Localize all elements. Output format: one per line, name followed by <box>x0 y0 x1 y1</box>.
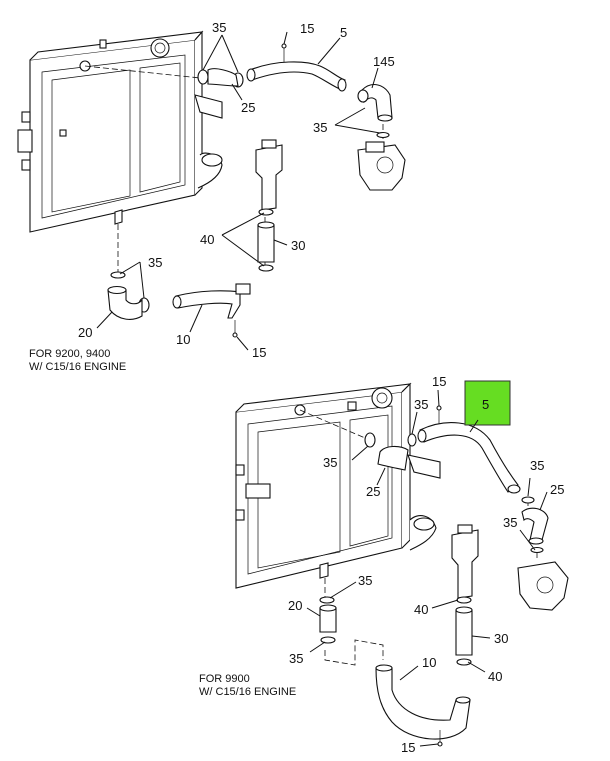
callout-label: 5 <box>340 25 347 40</box>
callout-label: 35 <box>530 458 544 473</box>
caption-diagram-2: FOR 9900 W/ C15/16 ENGINE <box>199 673 296 699</box>
callout-label: 15 <box>300 21 314 36</box>
callouts-diagram-2: 15 35 5 35 25 35 25 35 35 20 40 30 35 10… <box>288 374 564 755</box>
radiator-1 <box>17 30 223 233</box>
callout-label: 35 <box>289 651 303 666</box>
callout-label: 40 <box>488 669 502 684</box>
caption-line: FOR 9200, 9400 <box>29 348 111 360</box>
callout-label: 10 <box>176 332 190 347</box>
radiator-2 <box>235 382 441 589</box>
callouts-diagram-1: 35 15 5 145 25 35 40 30 35 20 10 15 <box>78 20 395 360</box>
callout-label: 15 <box>401 740 415 755</box>
diagram-1 <box>17 30 406 351</box>
callout-label: 20 <box>78 325 92 340</box>
callout-label: 40 <box>414 602 428 617</box>
callout-label: 35 <box>414 397 428 412</box>
callout-label: 15 <box>432 374 446 389</box>
callout-label: 35 <box>503 515 517 530</box>
callout-label: 35 <box>212 20 226 35</box>
callout-label: 25 <box>241 100 255 115</box>
callout-label: 30 <box>291 238 305 253</box>
callout-label: 40 <box>200 232 214 247</box>
caption-diagram-1: FOR 9200, 9400 W/ C15/16 ENGINE <box>29 348 126 374</box>
highlight-callout-box <box>464 380 511 426</box>
callout-label: 10 <box>422 655 436 670</box>
callout-label: 25 <box>550 482 564 497</box>
callout-label: 15 <box>252 345 266 360</box>
caption-line: FOR 9900 <box>199 673 250 685</box>
highlight-callout-label: 5 <box>482 397 489 412</box>
callout-label: 25 <box>366 484 380 499</box>
callout-label: 145 <box>373 54 395 69</box>
callout-label: 20 <box>288 598 302 613</box>
caption-line: W/ C15/16 ENGINE <box>29 361 127 373</box>
callout-label: 35 <box>358 573 372 588</box>
callout-label: 35 <box>313 120 327 135</box>
callout-label: 35 <box>323 455 337 470</box>
callout-label: 30 <box>494 631 508 646</box>
callout-label: 35 <box>148 255 162 270</box>
diagram-2 <box>235 380 569 747</box>
caption-line: W/ C15/16 ENGINE <box>199 686 297 698</box>
